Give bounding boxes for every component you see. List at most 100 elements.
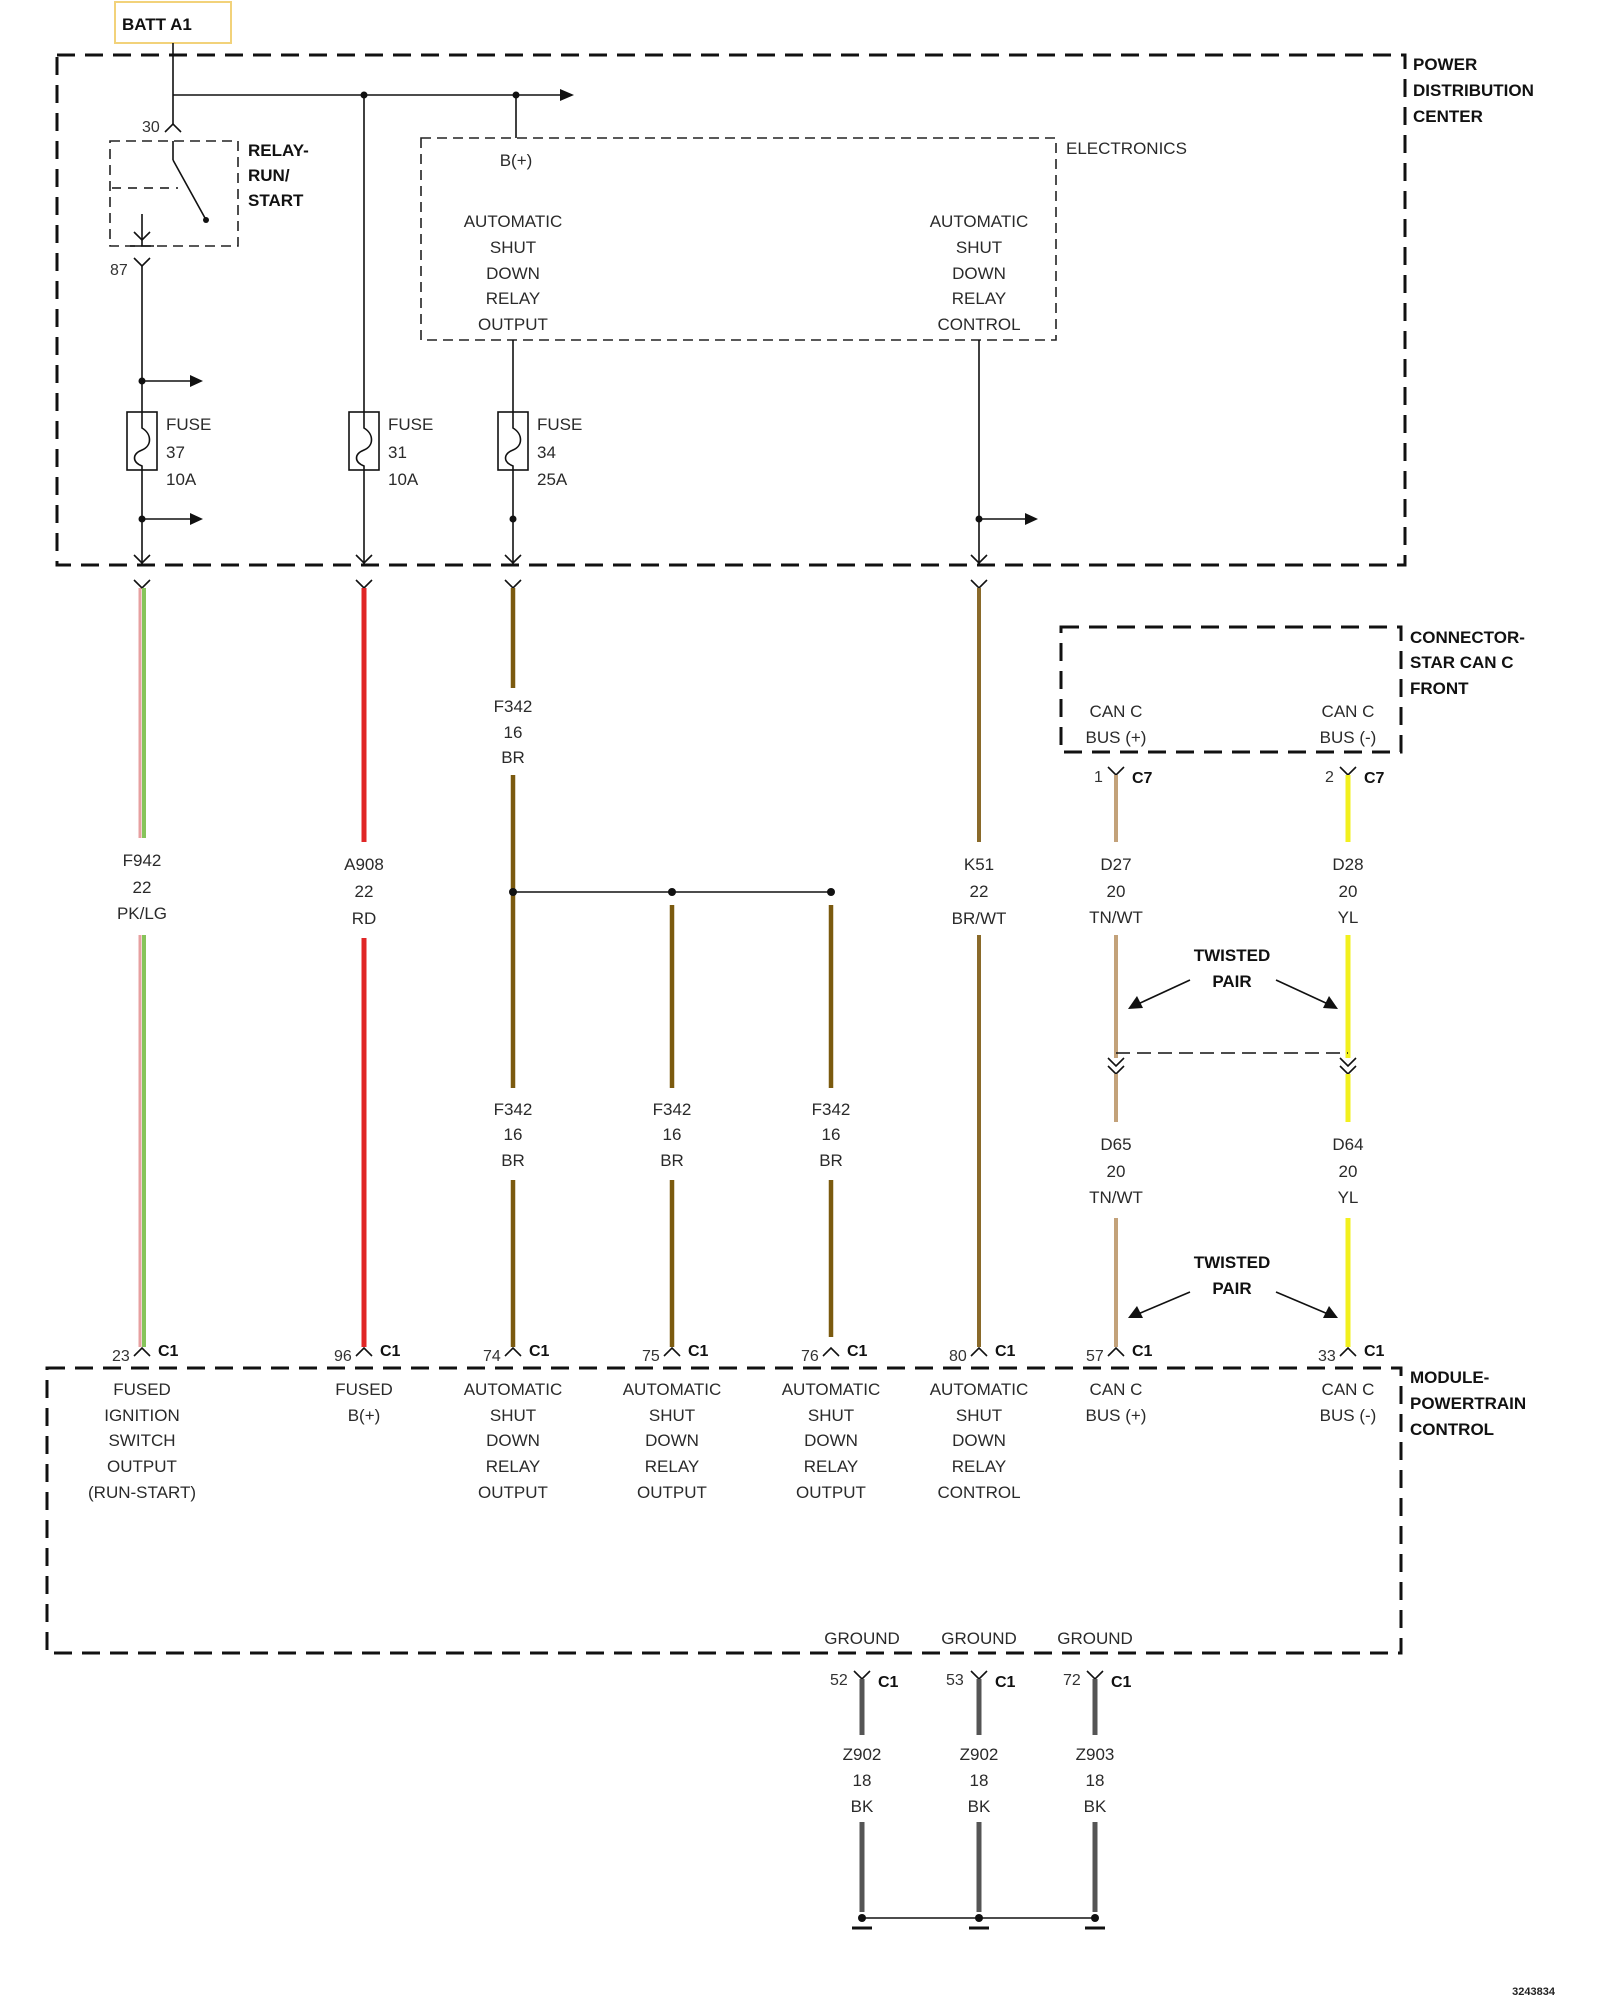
pcm-desc-76-5: OUTPUT bbox=[796, 1483, 866, 1502]
wire-f342-a-id: F342 bbox=[494, 1100, 533, 1119]
pcm-desc-33-1: CAN C bbox=[1322, 1380, 1375, 1399]
wire-d64-color: YL bbox=[1338, 1188, 1359, 1207]
relay-pin-87: 87 bbox=[110, 262, 128, 279]
relay-box bbox=[109, 140, 239, 247]
ground-wire-1-gauge: 18 bbox=[853, 1771, 872, 1790]
pcm-pin-57-connector bbox=[1107, 1346, 1125, 1357]
pcm-desc-33-2: BUS (-) bbox=[1320, 1406, 1377, 1425]
pcm-title-line1: MODULE- bbox=[1410, 1368, 1489, 1387]
twisted-pair-1-arrow-right bbox=[1275, 979, 1329, 1005]
electronics-right-line4: RELAY bbox=[952, 289, 1007, 308]
pdc-out-connector-3 bbox=[504, 554, 522, 565]
twisted-pair-2-arrowhead-left bbox=[1128, 1306, 1143, 1318]
ground-pin-52-connector bbox=[853, 1670, 871, 1681]
electronics-left-line1: AUTOMATIC bbox=[464, 212, 563, 231]
twisted-pair-2-arrow-right bbox=[1275, 1291, 1329, 1315]
wire-f342-id: F342 bbox=[494, 697, 533, 716]
ground-wire-3-id: Z903 bbox=[1076, 1745, 1115, 1764]
wire-k51-gauge: 22 bbox=[970, 882, 989, 901]
pcm-desc-75-3: DOWN bbox=[645, 1431, 699, 1450]
fuse34-rating: 25A bbox=[537, 470, 568, 489]
f342-splice-dot-3 bbox=[827, 888, 835, 896]
wire-d27-gauge: 20 bbox=[1107, 882, 1126, 901]
relay-contact-point bbox=[203, 217, 209, 223]
ground-pin-52: 52 bbox=[830, 1672, 848, 1689]
pcm-desc-76-3: DOWN bbox=[804, 1431, 858, 1450]
battery-label: BATT A1 bbox=[122, 15, 192, 34]
twisted-pair-1-arrowhead-left bbox=[1128, 996, 1143, 1009]
power-distribution-center-box bbox=[55, 53, 1407, 567]
electronics-left-line2: SHUT bbox=[490, 238, 536, 257]
pcm-pin-80-conn: C1 bbox=[995, 1343, 1016, 1360]
fuse37-label: FUSE bbox=[166, 415, 211, 434]
ground-pin-53-conn: C1 bbox=[995, 1674, 1016, 1691]
star-pin1-conn: C7 bbox=[1132, 770, 1153, 787]
electronics-bplus: B(+) bbox=[500, 151, 533, 170]
pcm-title-line2: POWERTRAIN bbox=[1410, 1394, 1526, 1413]
relay-pin87-connector bbox=[133, 257, 151, 268]
electronics-right-line3: DOWN bbox=[952, 264, 1006, 283]
asd-control-splice-arrow bbox=[1025, 513, 1038, 525]
relay-coil-tip bbox=[133, 231, 151, 242]
twisted-pair-2-line1: TWISTED bbox=[1194, 1253, 1271, 1272]
pcm-pin-75: 75 bbox=[642, 1348, 660, 1365]
pcm-desc-75-5: OUTPUT bbox=[637, 1483, 707, 1502]
pcm-desc-57-1: CAN C bbox=[1090, 1380, 1143, 1399]
pcm-pin-57: 57 bbox=[1086, 1348, 1104, 1365]
inline-connector-d28-top bbox=[1339, 1057, 1357, 1068]
wire-f342-c-color: BR bbox=[819, 1151, 843, 1170]
pcm-pin-74-connector bbox=[504, 1346, 522, 1357]
pcm-pin-96-connector bbox=[355, 1346, 373, 1357]
relay-pin30-connector bbox=[164, 122, 182, 133]
wire-d64-id: D64 bbox=[1332, 1135, 1363, 1154]
pcm-desc-76-4: RELAY bbox=[804, 1457, 859, 1476]
wire-f342-a-gauge: 16 bbox=[504, 1125, 523, 1144]
wire-d28-id: D28 bbox=[1332, 855, 1363, 874]
pcm-pin-23-conn: C1 bbox=[158, 1343, 179, 1360]
pcm-desc-75-1: AUTOMATIC bbox=[623, 1380, 722, 1399]
pcm-ground-label-1: GROUND bbox=[824, 1629, 900, 1648]
fuse37-number: 37 bbox=[166, 443, 185, 462]
wire-a908-gauge: 22 bbox=[355, 882, 374, 901]
star-title-line1: CONNECTOR- bbox=[1410, 628, 1525, 647]
pcm-ground-label-3: GROUND bbox=[1057, 1629, 1133, 1648]
star-title-line2: STAR CAN C bbox=[1410, 653, 1514, 672]
ground-symbols bbox=[852, 1914, 1105, 1930]
wire-f342-gauge: 16 bbox=[504, 723, 523, 742]
pcm-desc-80-1: AUTOMATIC bbox=[930, 1380, 1029, 1399]
pcm-desc-80-4: RELAY bbox=[952, 1457, 1007, 1476]
wire-d27-id: D27 bbox=[1100, 855, 1131, 874]
pcm-desc-96-2: B(+) bbox=[348, 1406, 381, 1425]
pcm-desc-74-4: RELAY bbox=[486, 1457, 541, 1476]
wire-f342-a-color: BR bbox=[501, 1151, 525, 1170]
electronics-label: ELECTRONICS bbox=[1066, 139, 1187, 158]
star-title-line3: FRONT bbox=[1410, 679, 1469, 698]
electronics-right-line5: CONTROL bbox=[937, 315, 1020, 334]
ground-wire-3-gauge: 18 bbox=[1086, 1771, 1105, 1790]
battery-bus-arrow bbox=[560, 89, 574, 101]
pdc-title-line3: CENTER bbox=[1413, 107, 1483, 126]
star-connector-box bbox=[1059, 625, 1403, 754]
wire-d64-gauge: 20 bbox=[1339, 1162, 1358, 1181]
pcm-pin-80-connector bbox=[970, 1346, 988, 1357]
pcm-pin-75-conn: C1 bbox=[688, 1343, 709, 1360]
twisted-pair-2-line2: PAIR bbox=[1212, 1279, 1251, 1298]
electronics-left-line4: RELAY bbox=[486, 289, 541, 308]
pcm-pin-57-conn: C1 bbox=[1132, 1343, 1153, 1360]
fuse37-rating: 10A bbox=[166, 470, 197, 489]
wire-d65-gauge: 20 bbox=[1107, 1162, 1126, 1181]
fuse34-label: FUSE bbox=[537, 415, 582, 434]
pdc-out-connector-2 bbox=[355, 554, 373, 565]
ground-wire-3-color: BK bbox=[1084, 1797, 1107, 1816]
pcm-pin-descriptions: FUSED IGNITION SWITCH OUTPUT (RUN-START)… bbox=[88, 1380, 1376, 1648]
fuse31-label: FUSE bbox=[388, 415, 433, 434]
pcm-pin-76-conn: C1 bbox=[847, 1343, 868, 1360]
pcm-desc-80-2: SHUT bbox=[956, 1406, 1002, 1425]
wire-d65-color: TN/WT bbox=[1089, 1188, 1143, 1207]
star-pin2-conn: C7 bbox=[1364, 770, 1385, 787]
pcm-pin-74-conn: C1 bbox=[529, 1343, 550, 1360]
harness-connector-1 bbox=[133, 579, 151, 590]
wire-f342-c-id: F342 bbox=[812, 1100, 851, 1119]
twisted-pair-1-line2: PAIR bbox=[1212, 972, 1251, 991]
